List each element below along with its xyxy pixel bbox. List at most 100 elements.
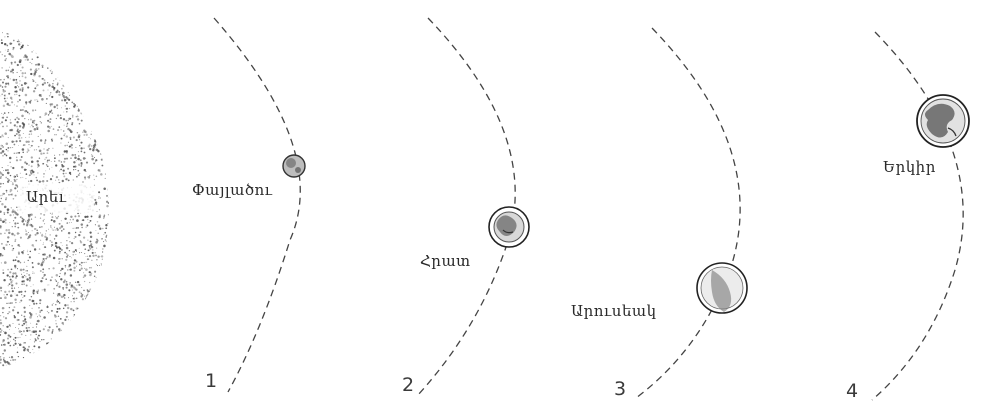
sun-speckle (25, 321, 27, 323)
sun-speckle (54, 315, 56, 317)
sun-speckle (82, 344, 84, 346)
sun-speckle (58, 282, 59, 283)
sun-speckle (12, 183, 14, 185)
sun-speckle (112, 267, 114, 269)
sun-speckle (118, 229, 119, 230)
sun-speckle (122, 303, 124, 305)
sun-speckle (97, 283, 100, 286)
sun-speckle (104, 333, 105, 334)
sun-speckle (99, 288, 101, 290)
sun-speckle (17, 312, 19, 314)
sun-speckle (73, 363, 74, 364)
sun-speckle (78, 337, 80, 339)
sun-speckle (67, 307, 69, 309)
sun-speckle (108, 193, 110, 195)
sun-speckle (109, 88, 110, 89)
sun-speckle (17, 191, 18, 192)
sun-speckle (84, 62, 86, 64)
sun-speckle (14, 61, 16, 63)
sun-speckle (111, 121, 114, 124)
sun-speckle (120, 152, 121, 153)
sun-speckle (58, 38, 60, 40)
sun-speckle (64, 125, 65, 126)
sun-speckle (84, 296, 85, 297)
sun-speckle (118, 348, 119, 349)
sun-speckle (61, 225, 64, 228)
sun-speckle (38, 136, 39, 137)
sun-speckle (40, 316, 42, 318)
sun-speckle (40, 134, 41, 135)
sun-speckle (4, 294, 5, 295)
sun-speckle (112, 110, 114, 112)
sun-speckle (8, 303, 9, 304)
sun-speckle (112, 363, 114, 365)
sun-speckle (77, 281, 79, 283)
sun-speckle (118, 323, 120, 325)
sun-speckle (110, 186, 111, 187)
sun-speckle (116, 35, 117, 36)
sun-speckle (119, 271, 121, 273)
sun-speckle (62, 180, 64, 182)
sun-speckle (42, 234, 43, 235)
sun-speckle (62, 354, 64, 356)
sun-speckle (22, 66, 24, 68)
sun-speckle (70, 131, 73, 134)
sun-speckle (43, 242, 44, 243)
sun-speckle (39, 361, 42, 364)
sun-speckle (84, 152, 86, 154)
sun-speckle (68, 42, 69, 43)
sun-speckle (29, 220, 30, 221)
sun-speckle (67, 128, 69, 130)
sun-speckle (83, 350, 84, 351)
sun-speckle (28, 124, 29, 125)
sun-speckle (109, 183, 111, 185)
sun-speckle (38, 40, 39, 41)
sun-speckle (34, 72, 36, 74)
sun-speckle (51, 338, 52, 339)
sun-speckle (102, 105, 104, 107)
sun-speckle (99, 265, 100, 266)
sun-speckle (33, 330, 36, 333)
sun-speckle (110, 213, 112, 215)
sun-speckle (2, 146, 4, 148)
sun-speckle (7, 181, 9, 183)
sun-speckle (82, 327, 83, 328)
sun-speckle (110, 316, 112, 318)
sun-speckle (117, 86, 118, 87)
sun-speckle (7, 172, 10, 175)
sun-speckle (74, 75, 75, 76)
sun-speckle (37, 338, 39, 340)
sun-speckle (91, 305, 92, 306)
sun-speckle (84, 248, 86, 250)
sun-speckle (91, 260, 92, 261)
sun-speckle (4, 261, 7, 264)
sun-speckle (120, 240, 122, 242)
sun-speckle (123, 54, 125, 56)
sun-speckle (10, 279, 12, 281)
sun-speckle (66, 287, 68, 289)
sun-speckle (20, 64, 21, 65)
sun-speckle (111, 287, 112, 288)
sun-speckle (111, 158, 112, 159)
sun-speckle (58, 69, 60, 71)
sun-speckle (122, 199, 125, 202)
sun-speckle (89, 248, 91, 250)
sun-speckle (94, 143, 96, 145)
sun-speckle (11, 245, 13, 247)
sun-speckle (27, 251, 28, 252)
sun-speckle (25, 276, 26, 277)
sun-speckle (94, 309, 96, 311)
sun-speckle (11, 287, 13, 289)
sun-speckle (86, 326, 87, 327)
sun-speckle (103, 364, 104, 365)
sun-speckle (103, 365, 105, 367)
sun-speckle (23, 364, 25, 366)
sun-speckle (94, 252, 95, 253)
sun-speckle (2, 364, 4, 366)
sun-speckle (52, 96, 54, 98)
sun-speckle (10, 191, 11, 192)
sun-speckle (113, 74, 115, 76)
sun-speckle (104, 71, 106, 73)
sun-speckle (75, 169, 76, 170)
sun-speckle (22, 366, 23, 367)
